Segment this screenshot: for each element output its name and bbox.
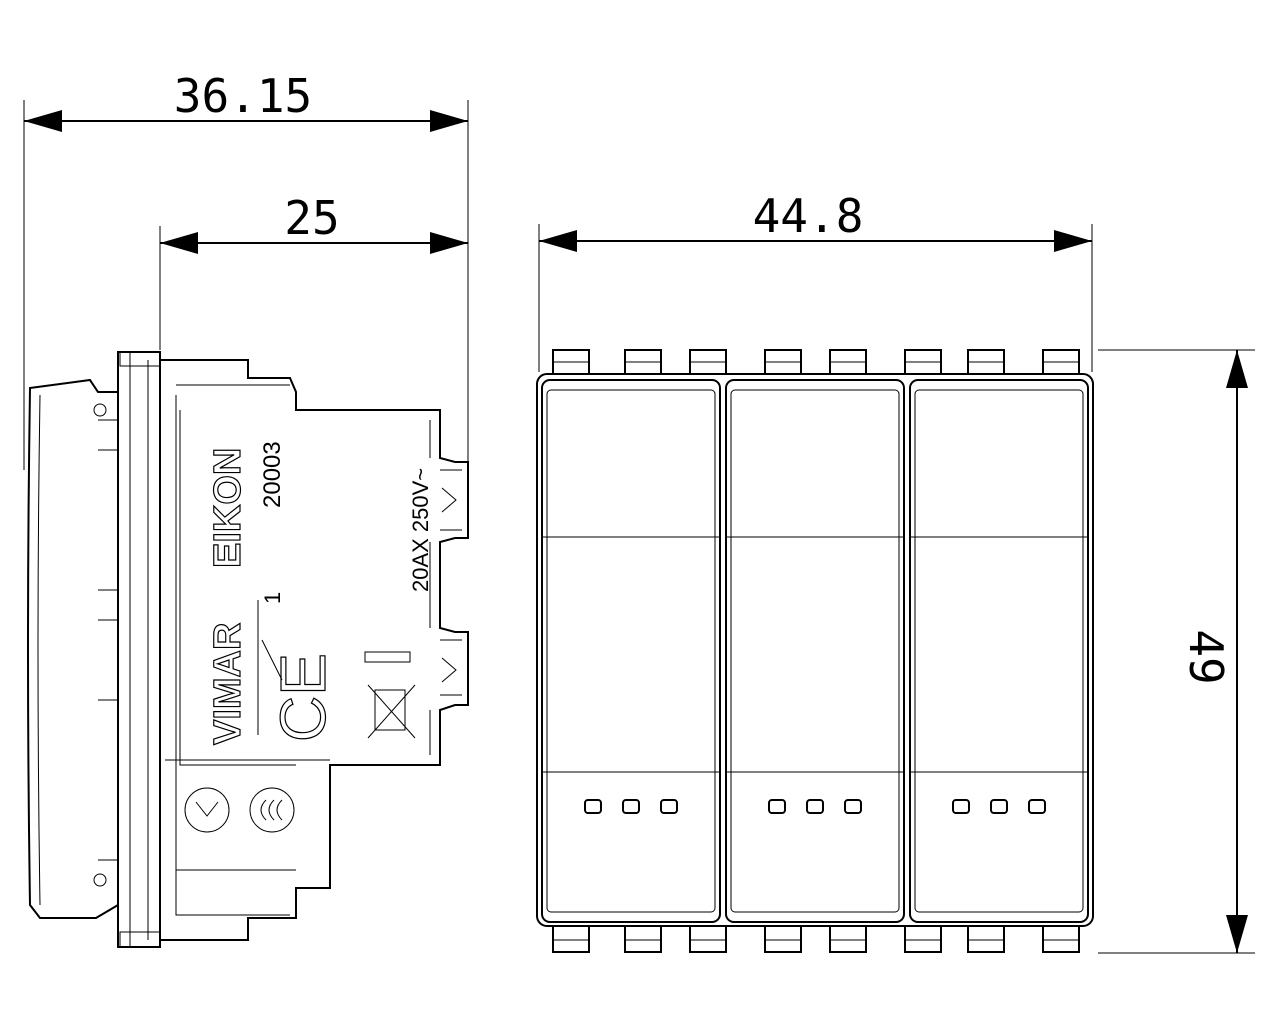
clip-tab [829, 923, 867, 953]
brand-marking: VIMAR [206, 622, 249, 746]
key-2[interactable] [725, 379, 905, 923]
clip-tab [689, 349, 727, 377]
clip-tab [552, 349, 590, 377]
clip-tab [904, 923, 942, 953]
clip-tab [552, 923, 590, 953]
dim-label-width: 44.8 [753, 189, 864, 243]
rating-marking: 20AX 250V~ [408, 468, 433, 592]
dim-label-overall-depth: 36.15 [174, 69, 312, 123]
class-mark [364, 651, 411, 663]
rocker-key [27, 378, 119, 919]
indicator-dot [660, 799, 678, 814]
clip-tab [764, 349, 802, 377]
code-marking: 20003 [259, 441, 286, 508]
indicator-dot [584, 799, 602, 814]
indicator-dot [844, 799, 862, 814]
front-keys [541, 379, 1089, 923]
clip-tab [624, 923, 662, 953]
cert-mark-icon [184, 787, 230, 833]
top-clips [552, 349, 1080, 377]
dimension-height: 49 [1098, 349, 1255, 954]
position-marking: 1 [260, 592, 285, 604]
svg-text:VIMAR: VIMAR [207, 623, 249, 745]
dim-label-height: 49 [1179, 629, 1233, 684]
cert-mark-icon [249, 787, 295, 833]
key-1[interactable] [541, 379, 721, 923]
key-face [546, 389, 716, 913]
dimension-body-depth: 25 [159, 191, 468, 350]
clip-tab [829, 349, 867, 377]
clip-tab [967, 923, 1005, 953]
clip-tab [904, 349, 942, 377]
indicator-dot [1028, 799, 1046, 814]
ce-mark: CE [266, 652, 339, 742]
key-face [914, 389, 1084, 913]
switch-body [159, 359, 469, 941]
support-frame [117, 351, 161, 948]
clip-tab [1042, 349, 1080, 377]
dim-label-body-depth: 25 [284, 191, 339, 245]
front-view [536, 349, 1094, 953]
indicator-dot [806, 799, 824, 814]
svg-text:CE: CE [267, 653, 339, 742]
dimension-overall-depth: 36.15 [23, 69, 469, 470]
clip-tab [689, 923, 727, 953]
bottom-clips [552, 923, 1080, 953]
svg-text:20003: 20003 [259, 441, 286, 508]
weee-bin-icon [367, 684, 416, 739]
indicator-dot [952, 799, 970, 814]
clip-tab [624, 349, 662, 377]
indicator-dot [622, 799, 640, 814]
clip-tab [764, 923, 802, 953]
dimension-width: 44.8 [538, 189, 1093, 372]
key-3[interactable] [909, 379, 1089, 923]
svg-text:1: 1 [260, 592, 285, 604]
indicator-dot [768, 799, 786, 814]
clip-tab [967, 349, 1005, 377]
svg-text:20AX 250V~: 20AX 250V~ [408, 468, 433, 592]
clip-tab [1042, 923, 1080, 953]
series-marking: EIKON [206, 447, 249, 569]
side-view: VIMAR EIKON 20003 20AX 250V~ 1 CE [27, 351, 469, 948]
indicator-dot [990, 799, 1008, 814]
svg-text:EIKON: EIKON [207, 448, 249, 568]
key-face [730, 389, 900, 913]
